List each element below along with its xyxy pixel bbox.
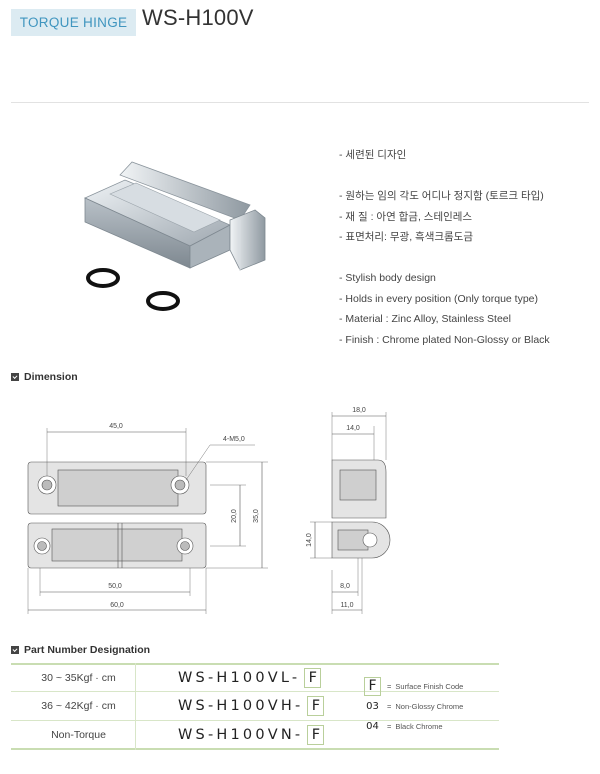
finish-code-box: F xyxy=(307,696,325,716)
dim-label-11: 11,0 xyxy=(340,602,353,609)
feature-en-4: - Finish : Chrome plated Non-Glossy or B… xyxy=(339,333,550,346)
checkbox-icon xyxy=(11,646,19,654)
checkbox-icon xyxy=(11,373,19,381)
spacer xyxy=(339,248,550,269)
part-code: WS-H100VL- F xyxy=(146,668,499,688)
legend-desc: Surface Finish Code xyxy=(395,681,464,691)
part-code-text: WS-H100VL- xyxy=(178,670,301,686)
finish-code-legend: F = Surface Finish Code 03 = Non-Glossy … xyxy=(364,676,463,736)
category-badge: TORQUE HINGE xyxy=(11,9,136,36)
legend-item: F = Surface Finish Code xyxy=(364,676,463,696)
finish-code-box: F xyxy=(307,724,325,745)
equals-sign: = xyxy=(387,681,392,691)
model-title: WS-H100V xyxy=(142,5,254,30)
torque-spec: Non-Torque xyxy=(51,728,106,741)
feature-ko-1: - 세련된 디자인 xyxy=(339,149,407,161)
legend-item: 04 = Black Chrome xyxy=(364,716,463,736)
legend-key: 03 xyxy=(366,700,379,712)
table-row: 36 ~ 42Kgf · cm WS-H100VH- F xyxy=(11,692,499,721)
part-code: WS-H100VN- F xyxy=(146,724,499,745)
table-divider xyxy=(135,663,136,750)
dim-label-45: 45,0 xyxy=(109,423,123,430)
finish-code-box: F xyxy=(304,668,322,688)
part-number-heading-label: Part Number Designation xyxy=(24,644,151,656)
equals-sign: = xyxy=(387,721,392,731)
feature-en-1: - Stylish body design xyxy=(339,272,436,284)
dimension-heading: Dimension xyxy=(11,371,78,383)
dim-label-18: 18,0 xyxy=(352,407,366,414)
feature-en-3: - Material : Zinc Alloy, Stainless Steel xyxy=(339,313,511,325)
torque-spec: 36 ~ 42Kgf · cm xyxy=(41,700,116,712)
legend-desc: Black Chrome xyxy=(395,721,443,731)
dimension-heading-label: Dimension xyxy=(24,371,78,383)
legend-key: 04 xyxy=(366,720,379,732)
header-divider xyxy=(11,102,589,103)
feature-ko-2: - 원하는 임의 각도 어디나 정지함 (토르크 타입) xyxy=(339,190,544,202)
torque-spec: 30 ~ 35Kgf · cm xyxy=(41,672,116,684)
feature-list: - 세련된 디자인 - 원하는 임의 각도 어디나 정지함 (토르크 타입) -… xyxy=(339,145,550,350)
dim-label-14: 14,0 xyxy=(346,425,360,432)
legend-desc: Non-Glossy Chrome xyxy=(395,701,464,711)
dim-label-20: 20,0 xyxy=(231,509,238,523)
legend-key-box: F xyxy=(364,676,381,696)
equals-sign: = xyxy=(387,701,392,711)
table-row: Non-Torque WS-H100VN- F xyxy=(11,721,499,750)
spacer xyxy=(339,166,550,187)
part-number-table: 30 ~ 35Kgf · cm WS-H100VL- F 36 ~ 42Kgf … xyxy=(11,663,499,750)
feature-ko-3: - 재 질 : 아연 합금, 스테인레스 xyxy=(339,210,473,223)
dimension-drawing: 45,0 4-M5,0 20,0 35,0 50,0 60,0 18,0 14,… xyxy=(27,407,391,614)
part-code-text: WS-H100VN- xyxy=(178,726,304,743)
feature-en-2: - Holds in every position (Only torque t… xyxy=(339,292,539,305)
legend-item: 03 = Non-Glossy Chrome xyxy=(364,696,463,716)
dim-label-hole: 4-M5,0 xyxy=(223,436,245,443)
part-number-heading: Part Number Designation xyxy=(11,644,150,656)
dim-label-35: 35,0 xyxy=(253,509,260,523)
dim-label-14-vertical: 14,0 xyxy=(306,533,313,547)
dim-label-50: 50,0 xyxy=(108,583,122,590)
part-code-text: WS-H100VH- xyxy=(178,698,304,714)
dim-label-60: 60,0 xyxy=(110,602,124,609)
part-code: WS-H100VH- F xyxy=(146,696,499,716)
feature-ko-4: - 표면처리: 무광, 흑색크롬도금 xyxy=(339,231,474,243)
product-image xyxy=(84,161,266,311)
dim-label-8: 8,0 xyxy=(340,583,350,590)
table-row: 30 ~ 35Kgf · cm WS-H100VL- F xyxy=(11,663,499,692)
